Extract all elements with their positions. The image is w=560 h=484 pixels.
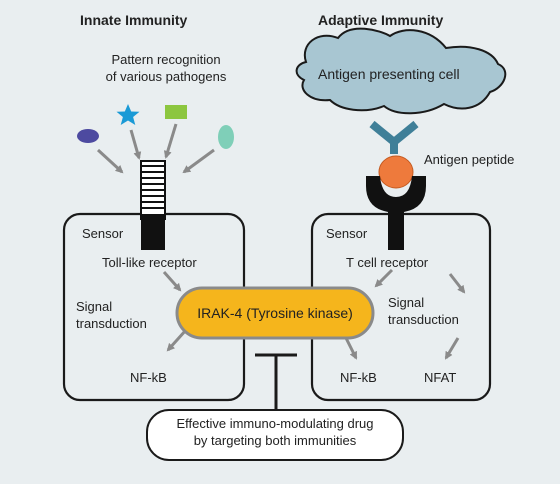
innate-signal-label: Signal transduction [76,299,147,331]
innate-nfkb-label: NF-kB [130,370,167,385]
mhc-molecule-icon [369,120,419,148]
pathogen-oval2-icon [218,125,234,149]
adaptive-nfkb-label: NF-kB [340,370,377,385]
drug-line-2: by targeting both immunities [193,433,357,448]
antigen-peptide-label: Antigen peptide [424,152,515,167]
tlr-label: Toll-like receptor [102,255,197,270]
drug-box [146,409,404,461]
signal-arrow [166,328,188,352]
pathogen-star-icon [116,104,140,125]
pathogen-oval-icon [77,129,99,143]
signal-arrow [162,271,182,292]
antigen-presenting-cell-icon [295,27,507,115]
tcr-label: T cell receptor [346,255,429,270]
kinase-label: IRAK-4 (Tyrosine kinase) [197,305,353,321]
apc-label: Antigen presenting cell [318,66,460,82]
adaptive-immunity-heading: Adaptive Immunity [318,12,444,28]
pattern-line-2: of various pathogens [105,69,227,84]
pathogen-arrow [129,129,142,160]
innate-immunity-heading: Innate Immunity [80,12,188,28]
pattern-recognition-label: Pattern recognition of various pathogens [76,52,256,84]
adaptive-sensor-label: Sensor [326,226,368,241]
innate-sensor-label: Sensor [82,226,124,241]
adaptive-signal-line-1: Signal [388,295,425,310]
kinase-pill [175,286,375,340]
signal-arrow [374,268,394,288]
innate-signal-line-2: transduction [76,316,147,331]
nfat-label: NFAT [424,370,457,385]
drug-label: Effective immuno-modulating drug by targ… [147,416,403,448]
adaptive-signal-line-2: transduction [388,312,459,327]
toll-like-receptor-icon [140,160,166,250]
pattern-line-1: Pattern recognition [111,52,221,67]
innate-signal-line-1: Signal [76,299,113,314]
signal-arrow [444,337,460,360]
signal-arrow [448,273,466,294]
adaptive-signal-label: Signal transduction [388,295,459,327]
pathogen-arrow [163,123,178,159]
signal-arrow [344,337,358,360]
pathogen-arrow [96,148,124,174]
antigen-peptide-icon [378,155,414,189]
drug-line-1: Effective immuno-modulating drug [176,416,374,431]
t-cell-receptor-icon [366,176,426,250]
pathogen-rect-icon [165,105,187,119]
pathogen-arrow [182,148,215,174]
